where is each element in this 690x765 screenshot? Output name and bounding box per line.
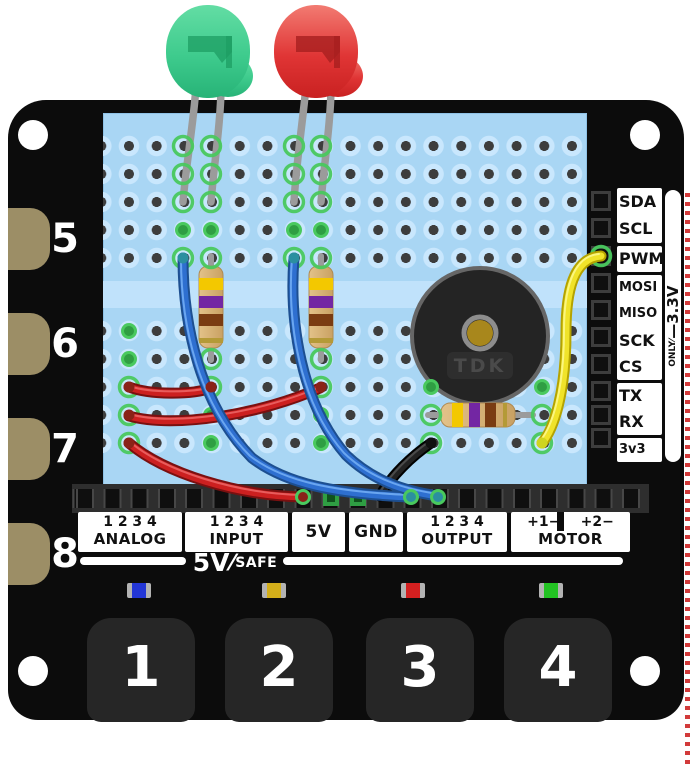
analog-numbers: 1 2 3 4 [103,514,157,530]
pin-scl[interactable] [591,218,611,238]
blue-wire-2[interactable] [287,252,444,502]
label-box-3v3: 3v3 [617,438,662,462]
safe-line-right [283,557,623,565]
input-name: INPUT [209,530,264,548]
label-tx: TX [619,386,643,405]
pin-miso[interactable] [591,300,611,320]
label-box-i2c: SDA SCL [617,188,662,243]
voltage-warning-bar: ONLY ⁄ —3.3V [664,190,682,462]
mounting-hole-top-left [18,120,48,150]
blue-wire-1[interactable] [177,252,417,503]
label-cs: CS [619,356,643,376]
pin-sda[interactable] [591,191,611,211]
gnd-label-box: GND [349,512,403,552]
label-sda: SDA [619,191,657,211]
label-3v3: 3v3 [619,442,646,457]
safe-badge-safe: SAFE [235,555,278,571]
output-name: OUTPUT [421,530,493,548]
analog-name: ANALOG [93,530,167,548]
wire-end-caps [123,252,548,505]
pin-sck[interactable] [591,327,611,347]
red-led[interactable] [274,5,363,98]
touch-pad-1[interactable]: 1 [87,618,195,722]
yellow-wire[interactable] [536,250,607,449]
indicator-led-green [539,583,563,598]
left-pad-5[interactable] [8,208,50,270]
label-mosi: MOSI [619,280,658,296]
5v-label: 5V [305,522,332,542]
label-pwm: PWM [619,249,665,268]
red-led-legs [290,82,335,206]
pin-rx[interactable] [591,405,611,425]
label-scl: SCL [619,219,653,239]
indicator-led-red [401,583,425,598]
touch-pad-2-label: 2 [259,635,299,700]
safe-badge: 5V ⁄ SAFE [188,546,282,580]
motor-label-box: +1− +2− MOTOR [511,512,630,552]
red-wire-3[interactable] [123,437,309,503]
left-pad-7[interactable] [8,418,50,480]
touch-pad-1-label: 1 [121,635,161,700]
motor-1-label: +1− [527,514,561,530]
left-pad-label-8: 8 [51,531,79,577]
motor-box-divider [557,512,564,531]
mounting-hole-bottom-right [630,656,660,686]
motor-2-label: +2− [580,514,614,530]
5v-label-box: 5V [292,512,345,552]
pin-cs[interactable] [591,354,611,374]
edge-ruler-strip [685,193,690,765]
label-rx: RX [619,412,644,431]
motor-name: MOTOR [538,530,603,548]
left-pad-8[interactable] [8,523,50,585]
safe-badge-5v: 5V [192,548,230,577]
label-sck: SCK [619,330,655,350]
resistor-red-led[interactable] [308,253,334,363]
pin-tx[interactable] [591,381,611,401]
mounting-hole-bottom-left [18,656,48,686]
green-led[interactable] [166,5,253,98]
label-box-pwm: PWM [617,246,665,272]
left-pad-6[interactable] [8,313,50,375]
connection-highlights [117,134,613,455]
piezo-buzzer[interactable]: TDK [410,266,550,406]
gnd-label: GND [354,522,398,542]
safe-badge-slash: ⁄ [230,550,235,576]
label-box-uart: TX RX [617,383,662,435]
red-wire-1[interactable] [123,381,217,399]
touch-pad-3-label: 3 [400,635,440,700]
left-pad-label-7: 7 [51,426,79,472]
green-led-legs [179,82,225,206]
resistor-buzzer[interactable] [425,402,536,428]
left-pad-label-6: 6 [51,321,79,367]
pin-3v3[interactable] [591,428,611,448]
safe-line-left [80,557,186,565]
left-pad-label-5: 5 [51,216,79,262]
mounting-hole-top-right [630,120,660,150]
indicator-led-yellow [262,583,286,598]
touch-pad-4[interactable]: 4 [504,618,612,722]
buzzer-label: TDK [454,355,506,377]
label-box-spi: MOSI MISO SCK CS [617,275,662,380]
touch-pad-3[interactable]: 3 [366,618,474,722]
touch-pad-4-label: 4 [538,635,578,700]
indicator-led-blue [127,583,151,598]
label-miso: MISO [619,306,658,322]
input-numbers: 1 2 3 4 [209,514,264,530]
analog-label-box: 1 2 3 4 ANALOG [78,512,182,552]
touch-pad-2[interactable]: 2 [225,618,333,722]
resistor-green-led[interactable] [198,253,224,363]
output-label-box: 1 2 3 4 OUTPUT [407,512,507,552]
pin-mosi[interactable] [591,273,611,293]
output-numbers: 1 2 3 4 [430,514,484,530]
input-label-box: 1 2 3 4 INPUT [185,512,288,552]
